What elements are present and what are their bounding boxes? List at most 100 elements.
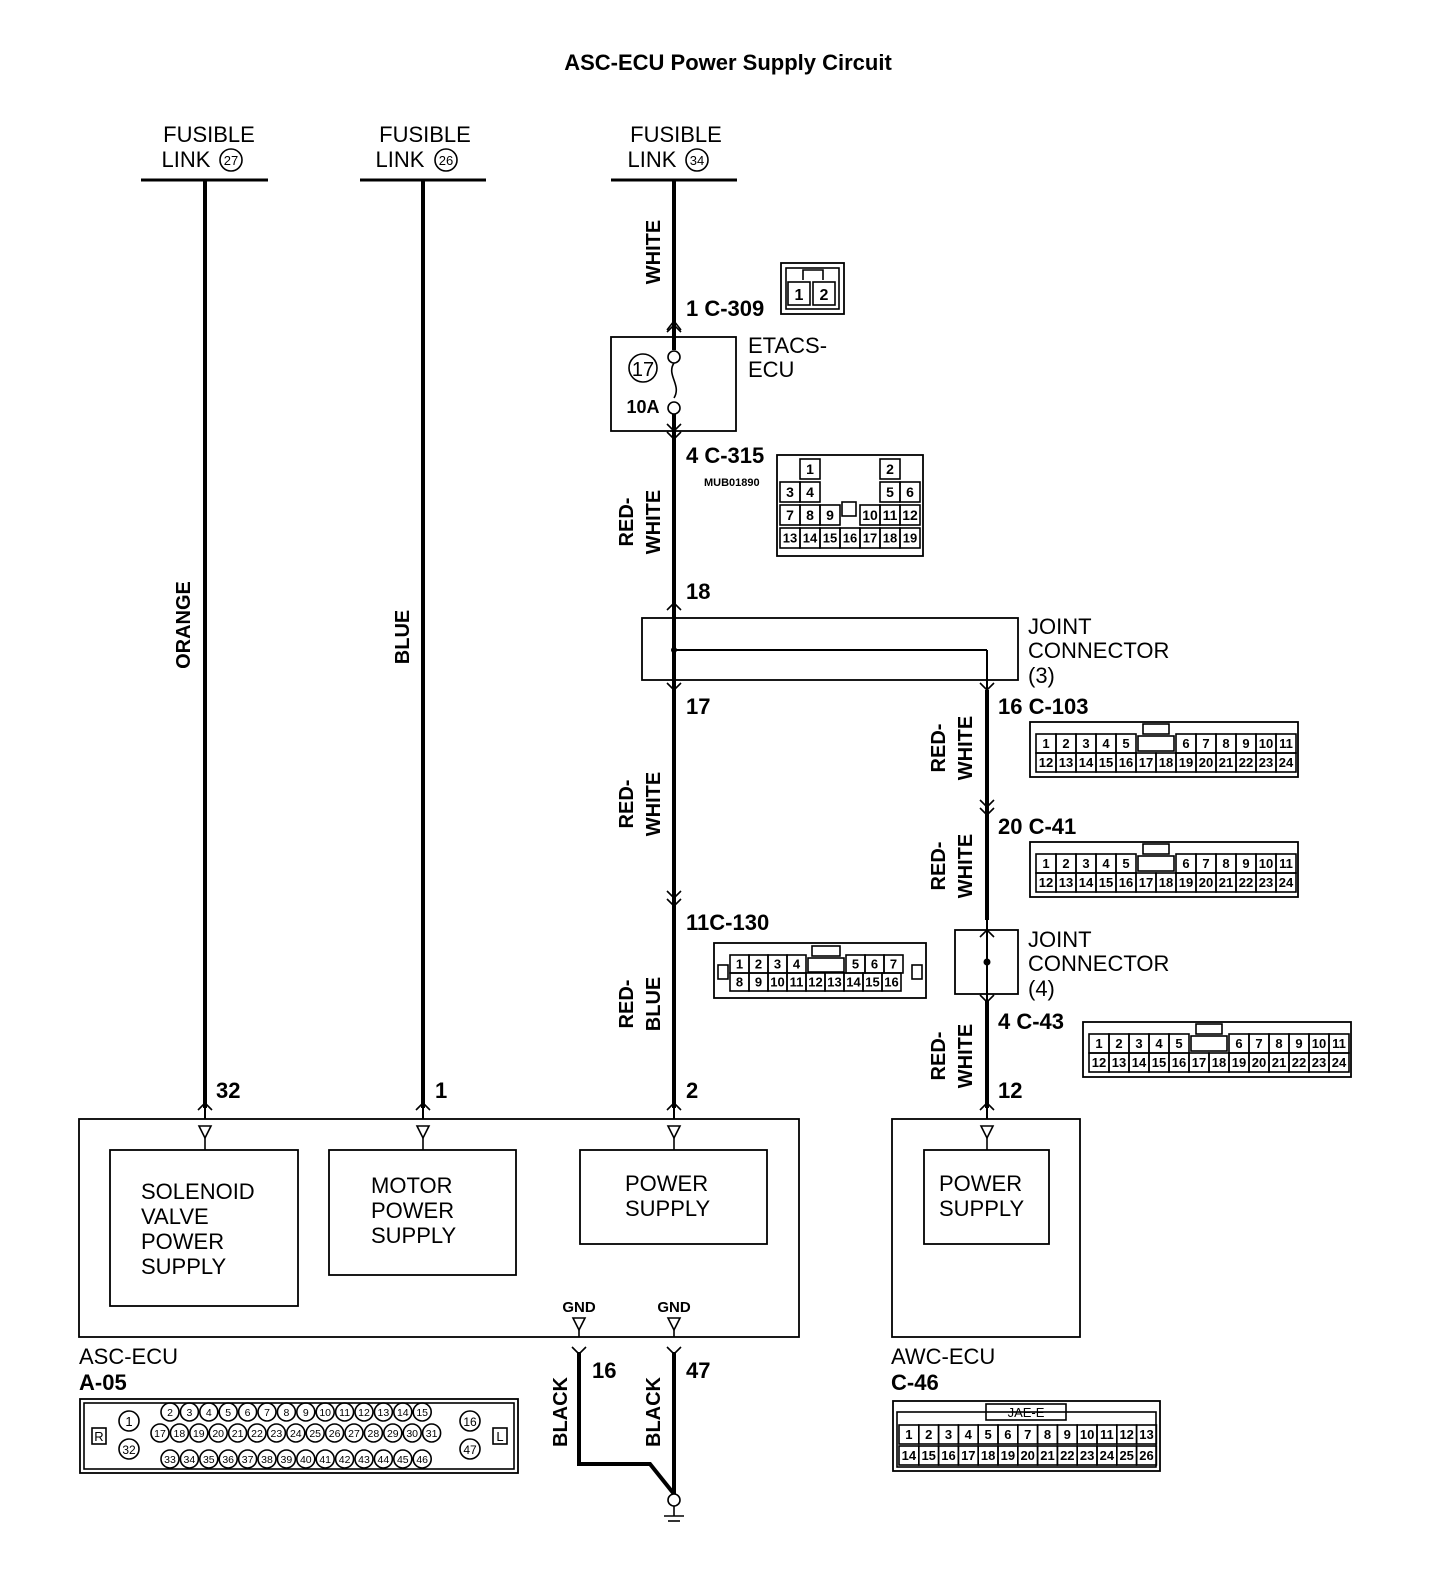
pin-number: 12 (902, 507, 918, 523)
pin-number: 1 (1042, 856, 1049, 871)
pin-cell (1275, 752, 1297, 773)
pin-number: 22 (251, 1428, 263, 1440)
svg-text:POWER: POWER (371, 1198, 454, 1223)
pin-number: 3 (1082, 856, 1089, 871)
pin-number: 10 (1312, 1036, 1326, 1051)
pin-cell (1275, 872, 1297, 893)
pin-number: 15 (1152, 1055, 1166, 1070)
pin-number: 14 (803, 531, 818, 546)
pin-number: 3 (1082, 736, 1089, 751)
pin-circle (295, 1402, 316, 1422)
pin-circle (257, 1449, 277, 1469)
pin-circle (392, 1402, 413, 1422)
svg-text:JOINT: JOINT (1028, 927, 1092, 952)
pin-number: 26 (329, 1428, 341, 1440)
pin-number: 2 (1062, 736, 1069, 751)
pin-number: 12 (1092, 1055, 1106, 1070)
pin-cell (899, 504, 921, 526)
wire-label-red-white-a1: RED- (616, 498, 638, 547)
pin-number: 24 (1279, 875, 1294, 890)
pin-number: 11 (883, 507, 898, 523)
fusible-link-26-label: FUSIBLE (379, 122, 471, 147)
pin-circle (344, 1423, 364, 1443)
fusible-link-26: FUSIBLE LINK 26 (360, 122, 486, 182)
svg-text:CONNECTOR: CONNECTOR (1028, 951, 1169, 976)
pin-number: 24 (1332, 1055, 1347, 1070)
pin-circle (208, 1423, 228, 1443)
connector-c309-face: 1 2 (780, 262, 845, 315)
fusible-link-34-label2: LINK (628, 147, 677, 172)
pin-number: 7 (264, 1407, 270, 1419)
pin-number: 23 (1259, 755, 1273, 770)
pin-number: 21 (1040, 1448, 1054, 1463)
pin-number: 26 (1139, 1448, 1153, 1463)
pin-number: 29 (387, 1428, 399, 1440)
pin-number: 5 (1122, 856, 1129, 871)
pin-number: 14 (1132, 1055, 1147, 1070)
pin-circle (354, 1449, 374, 1469)
fusible-link-26-label2: LINK (376, 147, 425, 172)
pin-number: 39 (281, 1454, 293, 1466)
pin-cell (899, 527, 921, 549)
fusible-link-34-number: 34 (690, 153, 704, 168)
pin-number: 19 (1179, 875, 1193, 890)
pin-number: 16 (1172, 1055, 1186, 1070)
pin-number: 18 (1159, 755, 1173, 770)
pin-number: 13 (1139, 1427, 1153, 1442)
pin-number: 18 (1212, 1055, 1226, 1070)
pin-number: 9 (303, 1407, 309, 1419)
pin-number: 2 (167, 1407, 173, 1419)
pin-number: 4 (206, 1407, 212, 1419)
pin-number: 7 (786, 507, 794, 523)
pin-number: 5 (1122, 736, 1129, 751)
pin-number: 19 (1232, 1055, 1246, 1070)
pin-number: 17 (154, 1428, 166, 1440)
pin-32: 32 (216, 1078, 240, 1103)
awc-ecu-code: C-46 (891, 1370, 939, 1395)
pin-number: 4 (965, 1427, 973, 1442)
fusible-link-27-label: FUSIBLE (163, 122, 255, 147)
svg-text:SUPPLY: SUPPLY (625, 1196, 711, 1221)
pin-number: 11 (1279, 736, 1293, 751)
wire-label-red-white-c2: WHITE (955, 716, 977, 780)
pin-number: 15 (1099, 755, 1113, 770)
pin-number: 38 (261, 1454, 273, 1466)
pin-number: 9 (1242, 736, 1249, 751)
pin-number: 2 (755, 957, 762, 972)
pin-number: 13 (1059, 875, 1073, 890)
pin-circle (334, 1402, 355, 1422)
pin-47: 47 (686, 1358, 710, 1383)
pin-number: 15 (865, 975, 879, 990)
pin-number: 12 (1039, 875, 1053, 890)
pin-number: 22 (1060, 1448, 1074, 1463)
pin-number: 7 (1202, 736, 1209, 751)
pin-number: 2 (1062, 856, 1069, 871)
pin-number: 17 (961, 1448, 975, 1463)
pin-number: 7 (1024, 1427, 1031, 1442)
pin-number: 5 (984, 1427, 991, 1442)
pin-number: 44 (378, 1454, 390, 1466)
pin-circle (412, 1449, 433, 1469)
pin-number: 6 (906, 484, 914, 500)
svg-text:SUPPLY: SUPPLY (371, 1223, 457, 1248)
pin-number: 21 (1219, 875, 1233, 890)
etacs-label2: ECU (748, 357, 794, 382)
pin-number: 6 (1004, 1427, 1011, 1442)
connector-c315-code: MUB01890 (704, 477, 760, 489)
svg-text:CONNECTOR: CONNECTOR (1028, 638, 1169, 663)
pin-circle (237, 1449, 258, 1469)
pin-circle (227, 1423, 248, 1443)
pin-number: 20 (1020, 1448, 1034, 1463)
pin-number: 24 (1100, 1448, 1115, 1463)
pin-number: 45 (397, 1454, 409, 1466)
svg-text:SUPPLY: SUPPLY (939, 1196, 1025, 1221)
asc-ecu-name: ASC-ECU (79, 1344, 178, 1369)
solenoid-valve-power-supply-block (109, 1149, 299, 1307)
pin-number: 6 (1182, 856, 1189, 871)
svg-text:R: R (94, 1429, 103, 1444)
pin-circle (160, 1402, 180, 1422)
pin-circle (324, 1423, 345, 1443)
pin-number: 2 (886, 461, 894, 477)
pin-number: 7 (1255, 1036, 1262, 1051)
